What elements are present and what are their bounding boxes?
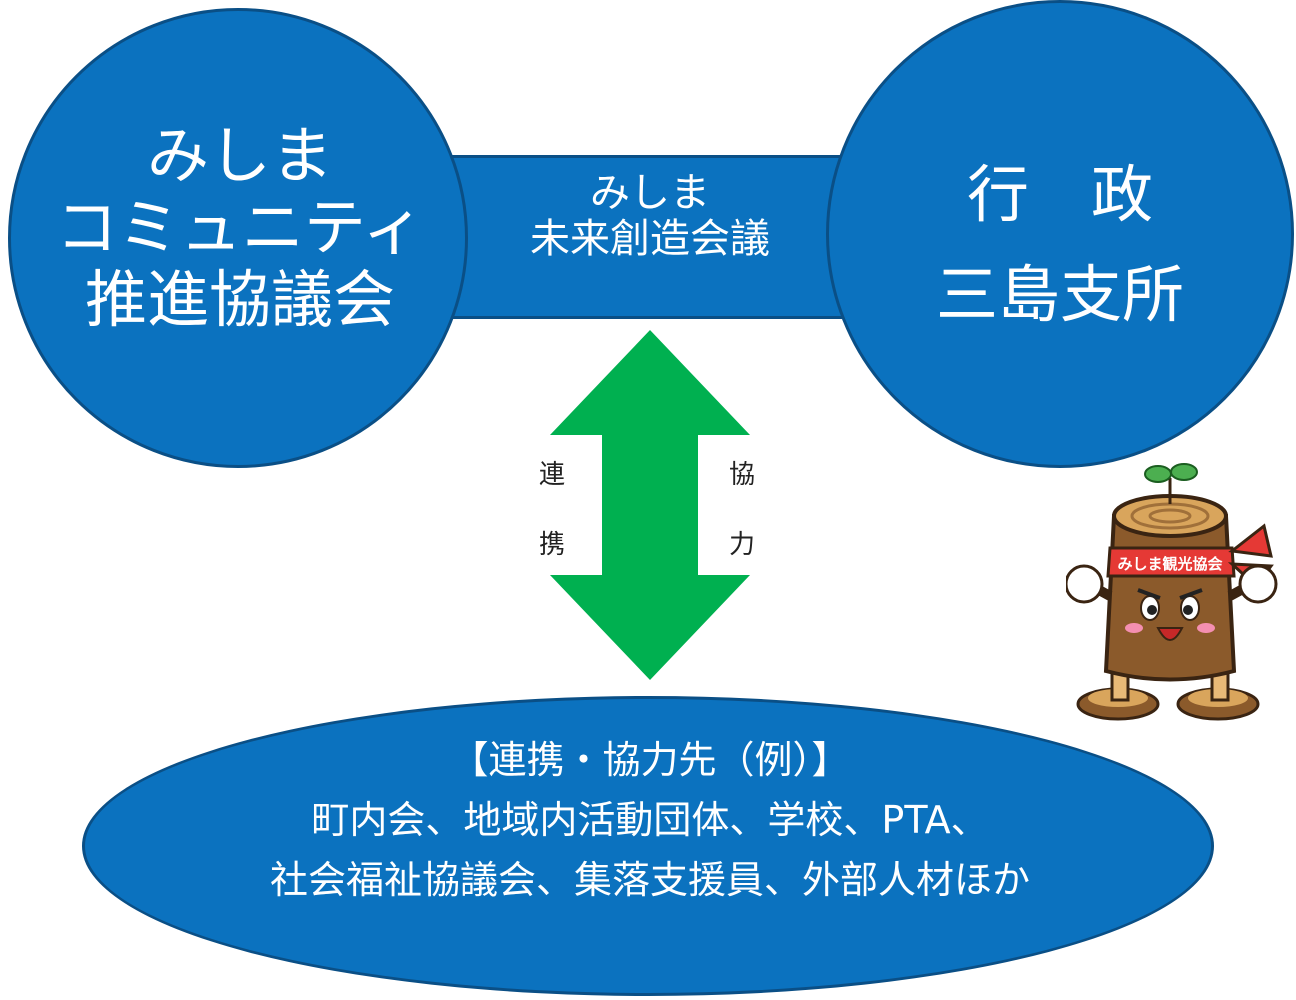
arrow-left-label: 連 携 [532, 440, 572, 580]
double-arrow-shape [550, 330, 750, 680]
right-circle-line-1: 行 政 [966, 158, 1153, 231]
center-band [420, 155, 880, 319]
arrow-left-char-2: 携 [538, 530, 565, 560]
mascot-log-icon: みしま観光協会 [1066, 463, 1278, 721]
bottom-ellipse-line-2: 町内会、地域内活動団体、学校、PTA、 [311, 798, 989, 842]
right-circle-line-2: 三島支所 [935, 258, 1184, 331]
center-band-line-1: みしま [590, 170, 710, 216]
right-circle [826, 0, 1294, 468]
bottom-ellipse [82, 696, 1214, 996]
left-circle [8, 8, 468, 468]
left-circle-line-1: みしま [146, 119, 333, 192]
arrow-left-char-1: 連 [538, 460, 565, 490]
mascot-sash-text: みしま観光協会 [1117, 555, 1222, 573]
bottom-ellipse-line-1: 【連携・協力先（例）】 [450, 738, 850, 782]
bottom-ellipse-line-3: 社会福祉協議会、集落支援員、外部人材ほか [269, 858, 1030, 902]
arrow-right-char-2: 力 [728, 530, 755, 560]
bottom-ellipse-text: 【連携・協力先（例）】 町内会、地域内活動団体、学校、PTA、 社会福祉協議会、… [150, 730, 1150, 910]
left-circle-text: みしま コミュニティ 推進協議会 [20, 120, 460, 336]
center-band-line-2: 未来創造会議 [530, 216, 770, 262]
arrow-right-label: 協 力 [722, 440, 762, 580]
right-circle-text: 行 政 三島支所 [840, 145, 1280, 345]
arrow-right-char-1: 協 [728, 460, 755, 490]
left-circle-line-2: コミュニティ [55, 191, 425, 264]
left-circle-line-3: 推進協議会 [84, 263, 395, 336]
double-arrow [550, 330, 750, 680]
center-band-text: みしま 未来創造会議 [470, 170, 830, 262]
